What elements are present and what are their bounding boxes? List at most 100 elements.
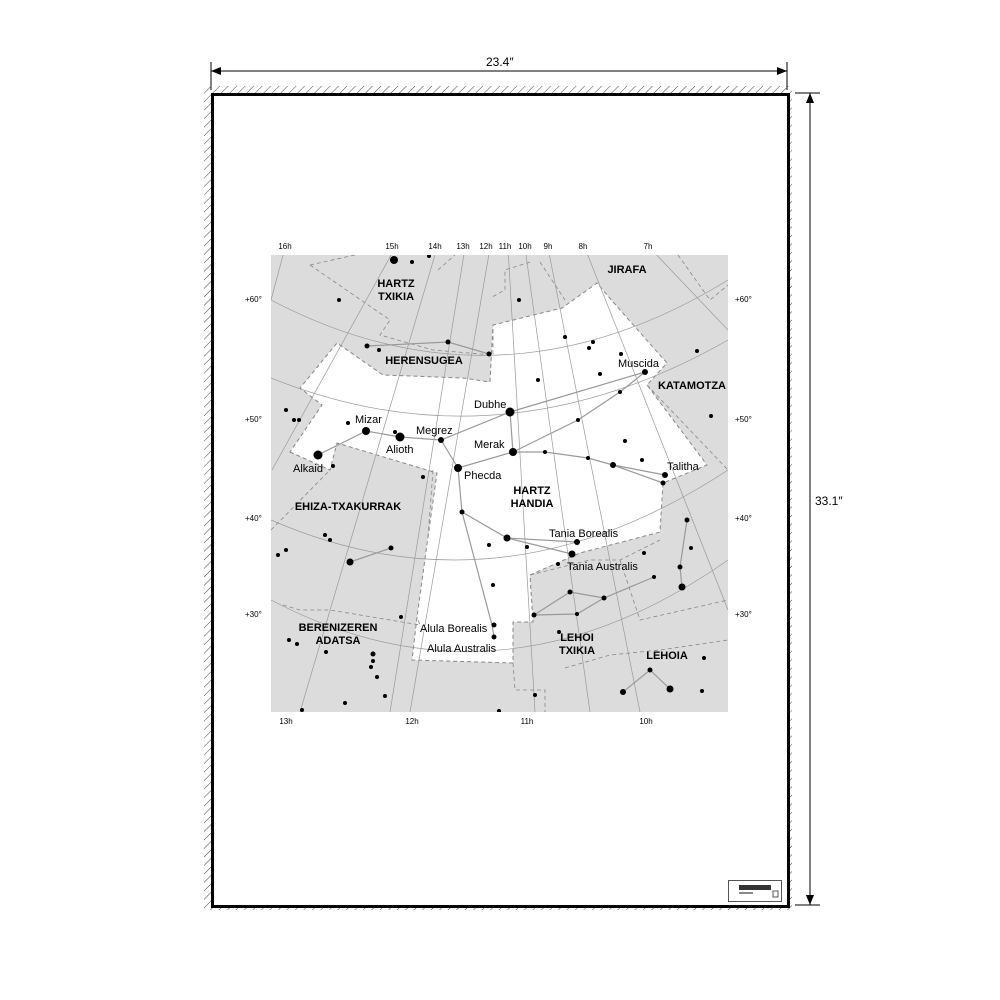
constellation-boundary [437,255,456,271]
ra-tick-label: 10h [518,242,531,251]
star-alula-borealis [491,622,497,628]
dec-tick-label: +30° [735,610,752,619]
dec-tick-label: +50° [245,415,262,424]
star [323,533,327,537]
star-label: Muscida [618,358,660,370]
height-label: 33.1″ [815,494,843,508]
star [390,256,398,264]
constellation-figure-line [533,576,655,616]
ra-gridline [389,255,465,712]
constellation-label: HERENSUGEA [385,355,463,367]
dec-tick-label: +40° [735,514,752,523]
star [388,545,394,551]
star [369,665,373,669]
star [324,650,328,654]
star [491,583,495,587]
constellation-boundary [539,261,566,301]
star-label: Phecda [464,470,502,482]
constellation-boundary [646,384,728,471]
star-dubhe [505,407,515,417]
star-tania-borealis [574,539,580,545]
star [284,408,288,412]
star [695,349,699,353]
star-merak [509,448,517,456]
star-talitha [662,472,668,478]
star [689,546,693,550]
constellation-label: JIRAFA [607,264,646,276]
ra-tick-label: 13h [279,717,292,726]
dec-tick-label: +60° [735,295,752,304]
ra-tick-label: 15h [385,242,398,251]
star-label: Mizar [355,414,382,426]
star [536,378,540,382]
star [276,553,280,557]
star [300,708,304,712]
star [684,517,690,523]
constellation-figure-line [512,371,646,453]
dec-gridline [271,469,728,561]
dec-tick-label: +60° [245,295,262,304]
ra-tick-label: 9h [544,242,553,251]
star [287,638,291,642]
star-label: Alioth [386,444,414,456]
dec-gridline [271,339,728,417]
star [610,462,616,468]
star [292,418,296,422]
ra-gridline [656,255,728,331]
constellation-label: EHIZA-TXAKURRAK [295,501,401,513]
ra-gridline [587,255,728,611]
star-label: Alkaid [293,463,323,475]
star [486,351,492,357]
star [399,615,403,619]
ra-tick-label: 13h [456,242,469,251]
star [575,612,579,616]
star [383,694,387,698]
star [377,348,381,352]
star [543,450,547,454]
star [652,575,656,579]
constellation-boundary [309,264,494,356]
star [586,456,590,460]
ra-gridline [409,255,490,712]
width-label: 23.4″ [486,55,514,69]
star [563,335,567,339]
ra-tick-label: 16h [278,242,291,251]
ra-tick-label: 12h [479,242,492,251]
constellation-figure-line [506,537,573,555]
star [346,558,354,566]
constellation-boundary [271,469,331,531]
star [702,656,706,660]
ra-tick-label: 14h [428,242,441,251]
star [598,372,602,376]
star [421,475,425,479]
star-label: Talitha [667,461,700,473]
star [531,612,537,618]
constellation-boundary [564,639,728,669]
star [427,255,431,258]
star [370,651,376,657]
star [618,390,622,394]
constellation-label: KATAMOTZA [658,380,726,392]
star [503,534,511,542]
star [587,346,591,350]
star-label: Alula Borealis [420,623,488,635]
star [328,538,332,542]
star [567,589,573,595]
constellation-boundary [309,255,356,266]
star-alioth [395,432,405,442]
star [640,458,644,462]
constellation-figure-line [440,411,514,469]
star [445,339,451,345]
star [576,418,580,422]
ra-tick-label: 8h [579,242,588,251]
star [533,693,537,697]
star [343,701,347,705]
star [297,418,301,422]
star-label: Megrez [416,425,453,437]
star [364,343,370,349]
star [337,298,341,302]
ra-tick-label: 11h [521,717,534,726]
star-label: Merak [474,439,505,451]
